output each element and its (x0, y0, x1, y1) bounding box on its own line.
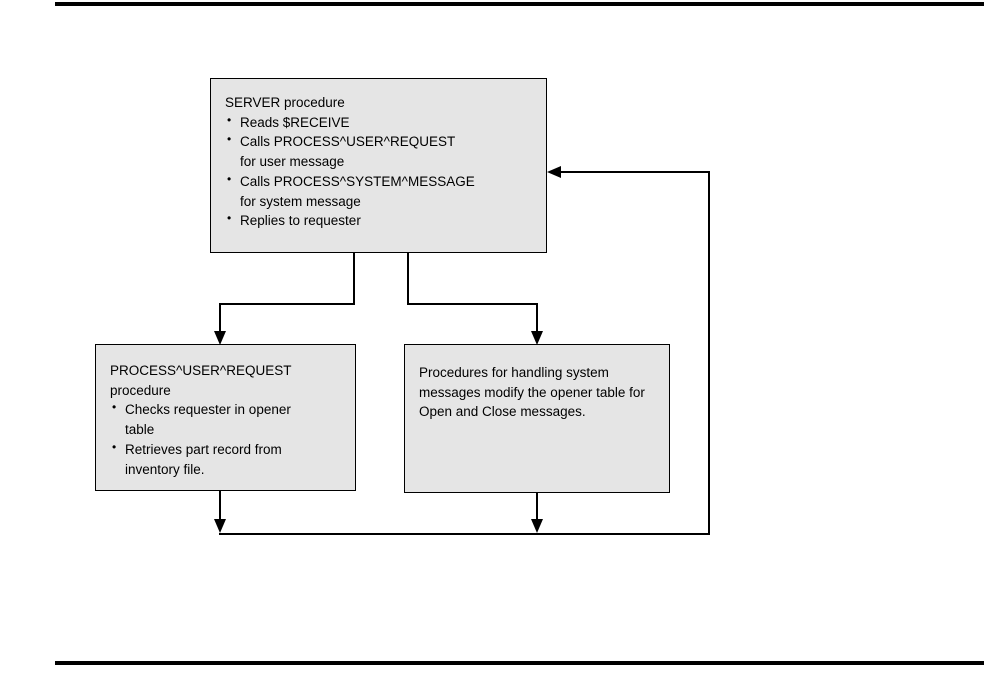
edge-server-to-user-request-descend (219, 303, 221, 334)
page-rule-bottom (55, 661, 984, 665)
node-process-user-request-bullet-2: Retrieves part record from inventory fil… (110, 439, 345, 479)
edge-server-to-system-handler-span (407, 303, 538, 305)
edge-return-top-run (560, 171, 710, 173)
edge-system-handler-return-drop (536, 493, 538, 521)
node-server-procedure: SERVER procedure Reads $RECEIVE Calls PR… (210, 78, 547, 253)
edge-return-bus (219, 533, 710, 535)
edge-user-request-return-drop (219, 491, 221, 521)
node-process-user-request-bullet-1: Checks requester in opener table (110, 399, 345, 439)
edge-server-to-user-request-drop (353, 252, 355, 305)
node-server-content: SERVER procedure Reads $RECEIVE Calls PR… (211, 79, 546, 239)
node-server-bullet-3: Calls PROCESS^SYSTEM^MESSAGE for system … (225, 171, 536, 211)
arrowhead-user-request-to-bus (214, 519, 226, 533)
node-server-bullet-4: Replies to requester (225, 210, 536, 231)
edge-server-to-user-request-span (219, 303, 355, 305)
node-system-message-handler: Procedures for handling system messages … (404, 344, 670, 493)
node-process-user-request-content: PROCESS^USER^REQUEST procedure Checks re… (96, 345, 355, 487)
arrowhead-into-system-handler (531, 331, 543, 345)
node-server-bullet-1: Reads $RECEIVE (225, 112, 536, 133)
edge-server-to-system-handler-descend (536, 303, 538, 334)
node-server-bullets: Reads $RECEIVE Calls PROCESS^USER^REQUES… (225, 112, 536, 231)
node-system-message-handler-content: Procedures for handling system messages … (405, 345, 669, 430)
arrowhead-into-server (547, 166, 561, 178)
node-process-user-request-title: PROCESS^USER^REQUEST procedure (110, 363, 292, 398)
arrowhead-system-handler-to-bus (531, 519, 543, 533)
node-server-bullet-2: Calls PROCESS^USER^REQUEST for user mess… (225, 131, 536, 171)
edge-server-to-system-handler-drop (407, 252, 409, 305)
edge-return-riser (708, 171, 710, 535)
node-server-title: SERVER procedure (225, 95, 345, 110)
node-process-user-request: PROCESS^USER^REQUEST procedure Checks re… (95, 344, 356, 491)
arrowhead-into-user-request (214, 331, 226, 345)
node-process-user-request-bullets: Checks requester in opener table Retriev… (110, 399, 345, 479)
node-system-message-handler-title: Procedures for handling system messages … (419, 365, 649, 420)
page-rule-top (55, 2, 984, 6)
